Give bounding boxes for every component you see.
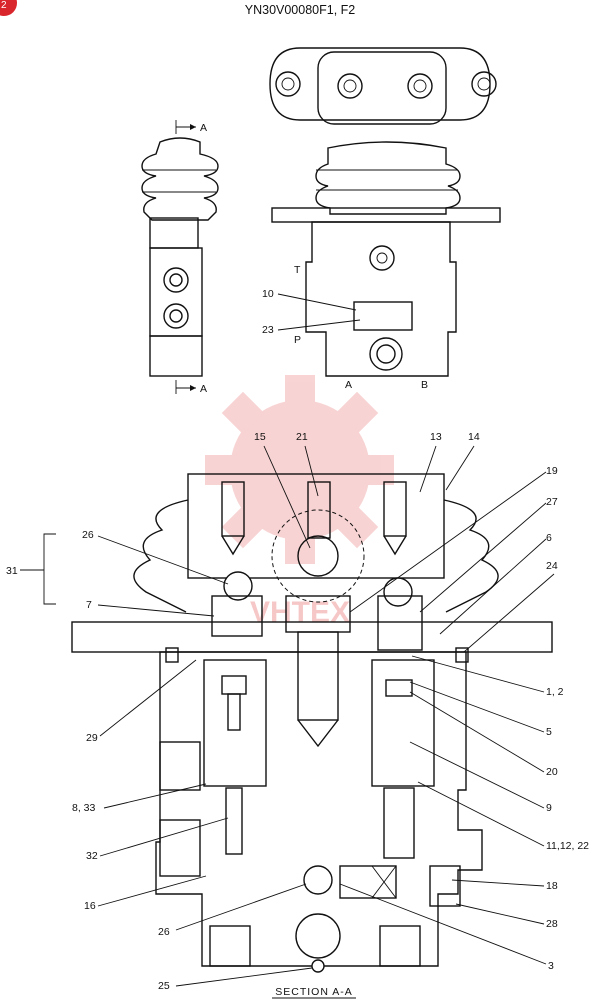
callout-28: 28 xyxy=(546,918,558,930)
callout-19: 19 xyxy=(546,465,558,477)
badge-text: 2 xyxy=(1,0,7,11)
callout-8-33: 8, 33 xyxy=(72,802,96,814)
callout-10: 10 xyxy=(262,288,274,300)
callout-1-2: 1, 2 xyxy=(546,686,564,698)
section-title: SECTION A-A xyxy=(275,986,353,998)
callout-3: 3 xyxy=(548,960,554,972)
port-label-b: B xyxy=(421,379,428,391)
callout-32: 32 xyxy=(86,850,98,862)
front-view: T P A B 10 23 xyxy=(262,141,501,391)
callout-5: 5 xyxy=(546,726,552,738)
callout-29: 29 xyxy=(86,732,98,744)
callout-21: 21 xyxy=(296,431,308,443)
port-label-a: A xyxy=(345,379,352,391)
callout-7: 7 xyxy=(86,599,92,611)
callout-15: 15 xyxy=(254,431,266,443)
watermark-text: VHTEX xyxy=(250,596,350,629)
callout-20: 20 xyxy=(546,766,558,778)
diagram-code: YN30V00080F1, F2 xyxy=(245,3,356,17)
section-mark-a-bottom: A xyxy=(200,383,207,395)
callout-18: 18 xyxy=(546,880,558,892)
callout-13: 13 xyxy=(430,431,442,443)
section-mark-a-top: A xyxy=(200,122,207,134)
callout-26-top: 26 xyxy=(82,529,94,541)
side-view: A A xyxy=(141,120,219,395)
section-view: 15 21 13 14 19 27 6 24 26 31 7 1, 2 5 20… xyxy=(6,431,589,999)
callout-26-bottom: 26 xyxy=(158,926,170,938)
callout-24: 24 xyxy=(546,560,558,572)
callout-14: 14 xyxy=(468,431,480,443)
corner-badge: 2 xyxy=(0,0,17,16)
callout-23: 23 xyxy=(262,324,274,336)
callout-31: 31 xyxy=(6,565,18,577)
callout-6: 6 xyxy=(546,532,552,544)
flange-plan-view xyxy=(269,47,497,125)
callout-16: 16 xyxy=(84,900,96,912)
callout-9: 9 xyxy=(546,802,552,814)
callout-25: 25 xyxy=(158,980,170,992)
callout-27: 27 xyxy=(546,496,558,508)
port-label-t: T xyxy=(294,264,301,276)
port-label-p: P xyxy=(294,334,301,346)
callout-11-12-22: 11,12, 22 xyxy=(546,840,589,852)
